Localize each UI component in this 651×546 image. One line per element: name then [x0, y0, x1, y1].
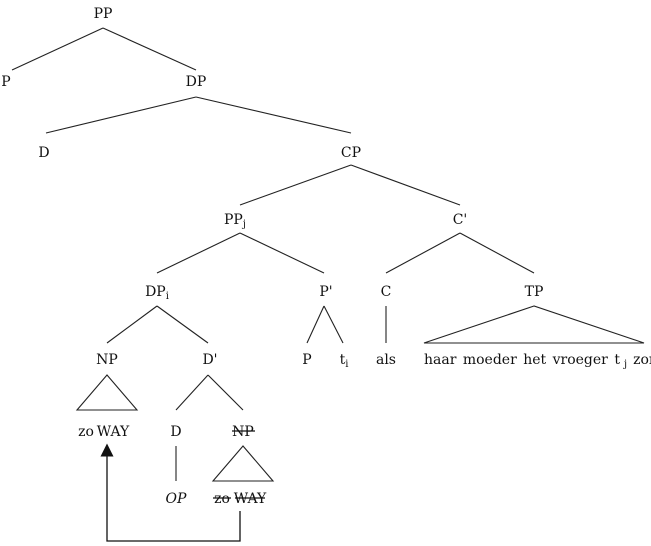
edge-dbar-np [207, 374, 244, 411]
node-p-bar: P' [319, 284, 332, 300]
node-p: P [1, 74, 10, 90]
edge-cbar-c [385, 232, 461, 274]
edge-pbar-p [306, 305, 325, 344]
edge-dp-cp [195, 96, 352, 134]
triangle-np [75, 374, 139, 411]
edge-dpi-dbar [156, 305, 209, 344]
leaf-op: OP [166, 491, 187, 507]
leaf-trace-i: ti [340, 352, 349, 370]
leaf-als: als [376, 352, 396, 368]
triangle-np-deleted [211, 445, 275, 482]
node-d-inner: D [170, 424, 181, 440]
leaf-tp-string: haar moeder het vroeger tjzong [424, 352, 651, 370]
leaf-way-deleted: WAY [234, 491, 267, 507]
node-dp-i: DPi [145, 284, 169, 302]
leaf-zo-deleted: zo [214, 491, 230, 507]
edge-pp-dp [102, 27, 197, 71]
triangle-tp [423, 305, 645, 344]
node-dp: DP [186, 74, 207, 90]
leaf-way: WAY [97, 424, 130, 440]
leaf-zo: zo [78, 424, 94, 440]
movement-arrow [100, 443, 241, 542]
edge-dbar-d [175, 374, 209, 411]
node-c: C [381, 284, 392, 300]
node-d-bar: D' [202, 352, 217, 368]
node-np: NP [96, 352, 118, 368]
edge-pbar-ti [323, 305, 344, 344]
edge-ppj-dpi [156, 232, 241, 274]
edge-cp-ppj [239, 164, 352, 206]
node-d: D [38, 145, 49, 161]
edge-cbar-tp [459, 232, 535, 274]
node-c-bar: C' [453, 212, 468, 228]
node-tp: TP [525, 284, 544, 300]
node-pp-j: PPj [224, 212, 246, 230]
edge-pp-p [11, 27, 104, 71]
node-cp: CP [341, 145, 361, 161]
edge-cp-cbar [350, 164, 461, 206]
node-np-deleted: NP [232, 424, 254, 440]
edge-ppj-pbar [239, 232, 325, 274]
edge-dpi-np [106, 305, 158, 344]
node-pp-root: PP [94, 6, 113, 22]
leaf-p: P [302, 352, 311, 368]
edge-dp-d [45, 96, 197, 134]
